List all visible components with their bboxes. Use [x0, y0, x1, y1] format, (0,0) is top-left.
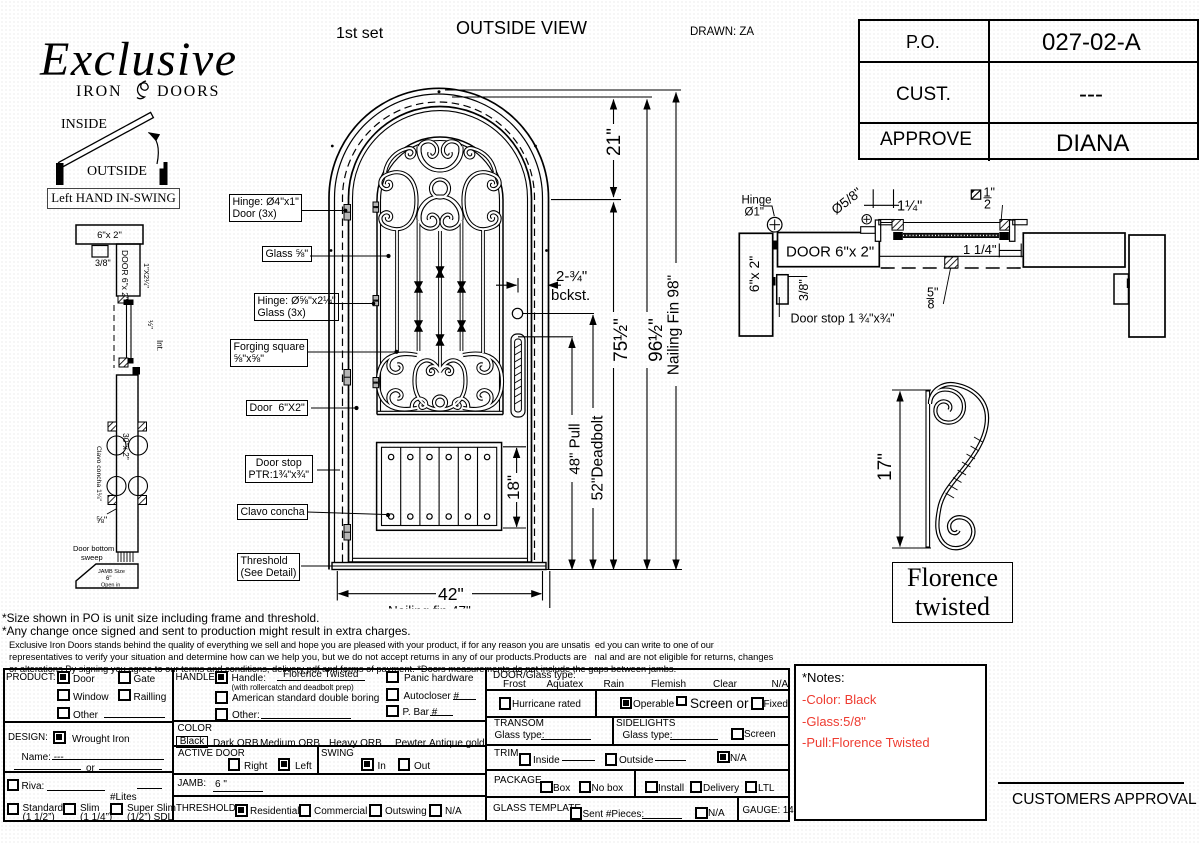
svg-text:IRON: IRON: [76, 83, 122, 100]
svg-text:DOORS: DOORS: [157, 83, 220, 100]
svg-text:Clavo concha 1¼": Clavo concha 1¼": [95, 446, 102, 502]
svg-text:½": ½": [146, 320, 155, 329]
svg-text:6": 6": [106, 576, 111, 582]
svg-text:6"x 2": 6"x 2": [97, 230, 122, 241]
svg-text:Hinge: Hinge: [742, 195, 772, 207]
svg-text:52"Deadbolt: 52"Deadbolt: [590, 415, 607, 500]
svg-text:96½": 96½": [646, 318, 667, 362]
svg-text:sweep: sweep: [81, 553, 103, 562]
svg-text:DOOR 6"x 2": DOOR 6"x 2": [120, 250, 130, 300]
svg-text:JAMB Size: JAMB Size: [98, 569, 125, 575]
svg-text:Exclusive: Exclusive: [39, 33, 236, 86]
svg-text:30"x 2": 30"x 2": [121, 433, 131, 460]
svg-text:1 1/4": 1 1/4": [963, 242, 997, 257]
svg-text:Ø5/8": Ø5/8": [829, 184, 865, 217]
svg-text:48" Pull: 48" Pull: [567, 423, 584, 474]
svg-text:bckst.: bckst.: [551, 287, 590, 304]
svg-text:17": 17": [875, 453, 896, 481]
svg-text:Open in: Open in: [101, 583, 120, 589]
svg-text:1¼": 1¼": [897, 199, 922, 215]
svg-text:Door stop 1 ¾"x¾": Door stop 1 ¾"x¾": [791, 312, 895, 326]
svg-text:⅝": ⅝": [96, 515, 107, 526]
svg-text:1": 1": [984, 186, 995, 200]
svg-text:Int.: Int.: [155, 340, 164, 351]
svg-text:21": 21": [604, 128, 625, 156]
svg-text:DOOR 6"x 2": DOOR 6"x 2": [786, 244, 874, 261]
svg-text:18": 18": [504, 475, 523, 500]
svg-text:3/8": 3/8": [95, 258, 111, 268]
svg-text:Ø1": Ø1": [745, 207, 764, 219]
svg-text:2-¾": 2-¾": [556, 268, 587, 285]
svg-text:Door bottom: Door bottom: [73, 544, 114, 553]
svg-text:Nailing fin 47": Nailing fin 47": [388, 604, 471, 619]
svg-text:3/8": 3/8": [797, 279, 811, 301]
svg-text:6"x 2": 6"x 2": [746, 256, 762, 292]
svg-text:1"X2¼": 1"X2¼": [142, 263, 151, 288]
svg-text:75½": 75½": [611, 318, 632, 362]
svg-text:Nailing Fin 98": Nailing Fin 98": [666, 275, 683, 375]
svg-text:42": 42": [438, 584, 464, 604]
svg-text:5": 5": [927, 286, 938, 300]
svg-text:2: 2: [984, 198, 991, 212]
svg-text:8: 8: [928, 298, 935, 312]
